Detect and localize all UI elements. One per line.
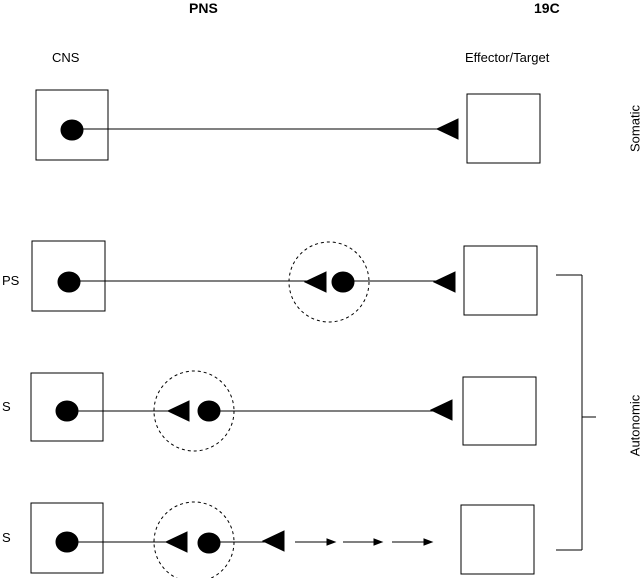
- cns-box: [35, 89, 109, 161]
- effector-box: [462, 376, 537, 446]
- cell-body: [60, 119, 84, 141]
- axon-terminal: [261, 530, 285, 552]
- ganglion: [153, 501, 235, 578]
- ganglion-cell-body: [197, 532, 221, 554]
- axon-terminal: [435, 118, 459, 140]
- ganglion: [288, 241, 370, 323]
- cns-box: [30, 502, 104, 574]
- sympathetic-pathway: [30, 370, 537, 452]
- axon-terminal: [429, 399, 453, 421]
- autonomic-bracket: [556, 274, 596, 551]
- cell-body: [55, 531, 79, 553]
- row-label-s-1: S: [2, 399, 11, 414]
- sympathetic-diffuse-pathway: [30, 501, 535, 578]
- column-label-cns: CNS: [52, 50, 80, 65]
- cns-box: [30, 372, 104, 442]
- cell-body: [57, 271, 81, 293]
- parasympathetic-pathway: [31, 240, 538, 323]
- diffusion-arrowhead: [373, 538, 384, 546]
- effector-box: [466, 93, 541, 164]
- cns-box: [31, 240, 106, 312]
- preganglionic-terminal: [164, 531, 188, 553]
- ganglion-cell-body: [331, 271, 355, 293]
- axon-terminal: [432, 271, 456, 293]
- effector-box: [460, 504, 535, 575]
- column-label-effector: Effector/Target: [465, 50, 550, 65]
- row-label-s-2: S: [2, 530, 11, 545]
- preganglionic-terminal: [166, 400, 190, 422]
- row-label-ps: PS: [2, 273, 20, 288]
- preganglionic-terminal: [303, 271, 327, 293]
- cell-body: [55, 400, 79, 422]
- effector-box: [463, 245, 538, 316]
- diffusion-arrowhead: [423, 538, 434, 546]
- diffusion-arrowhead: [326, 538, 337, 546]
- header-19c: 19C: [534, 0, 560, 16]
- somatic-pathway: [35, 89, 541, 164]
- header-pns: PNS: [189, 0, 218, 16]
